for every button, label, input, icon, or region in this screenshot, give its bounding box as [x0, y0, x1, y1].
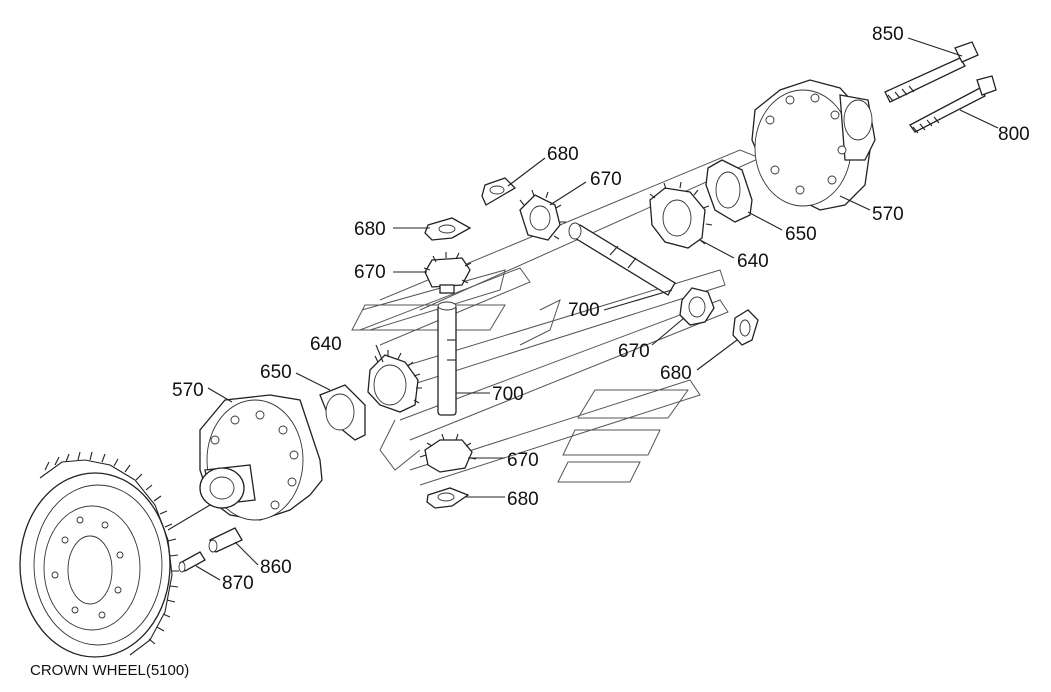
label-670-bottom: 670 [507, 450, 539, 471]
label-570-left: 570 [172, 380, 204, 401]
side-gear-left [367, 350, 422, 413]
label-700-mid: 700 [492, 384, 524, 405]
thrust-washer-right [732, 309, 759, 346]
pin-860 [208, 527, 243, 553]
label-680-top-right: 680 [547, 144, 579, 165]
label-670-top-left: 670 [354, 262, 386, 283]
diff-case-right [751, 79, 876, 211]
pinion-gear-lower [419, 433, 477, 473]
pinion-gear-upper [423, 252, 472, 294]
diagram-caption: CROWN WHEEL(5100) [30, 662, 189, 679]
thrust-washer-upper-right [481, 177, 517, 206]
thrust-washer-right-large [705, 159, 753, 223]
pinion-shaft-diagonal [568, 222, 676, 296]
leader-lines [167, 37, 999, 581]
label-650-top: 650 [785, 224, 817, 245]
label-640-top: 640 [737, 251, 769, 272]
pin-870 [178, 551, 206, 573]
thrust-washer-upper-left [424, 217, 472, 241]
label-670-right: 670 [618, 341, 650, 362]
pinion-shaft-vertical [437, 301, 457, 416]
bolt-850 [884, 41, 979, 103]
crown-wheel [19, 451, 179, 658]
label-860: 860 [260, 557, 292, 578]
label-680-right: 680 [660, 363, 692, 384]
pinion-gear-right [679, 287, 715, 326]
label-570-top: 570 [872, 204, 904, 225]
thrust-washer-left [319, 384, 366, 441]
side-gear-right [649, 181, 713, 249]
label-870: 870 [222, 573, 254, 594]
label-700-top: 700 [568, 300, 600, 321]
label-680-bottom: 680 [507, 489, 539, 510]
label-800: 800 [998, 124, 1030, 145]
bolt-800 [909, 75, 997, 134]
label-850: 850 [872, 24, 904, 45]
label-680-top-left: 680 [354, 219, 386, 240]
label-670-top-right: 670 [590, 169, 622, 190]
diff-case-left [199, 394, 323, 521]
thrust-washer-lower [426, 487, 470, 509]
label-640-left: 640 [310, 334, 342, 355]
pinion-gear-upper-right [519, 189, 566, 241]
label-650-left: 650 [260, 362, 292, 383]
